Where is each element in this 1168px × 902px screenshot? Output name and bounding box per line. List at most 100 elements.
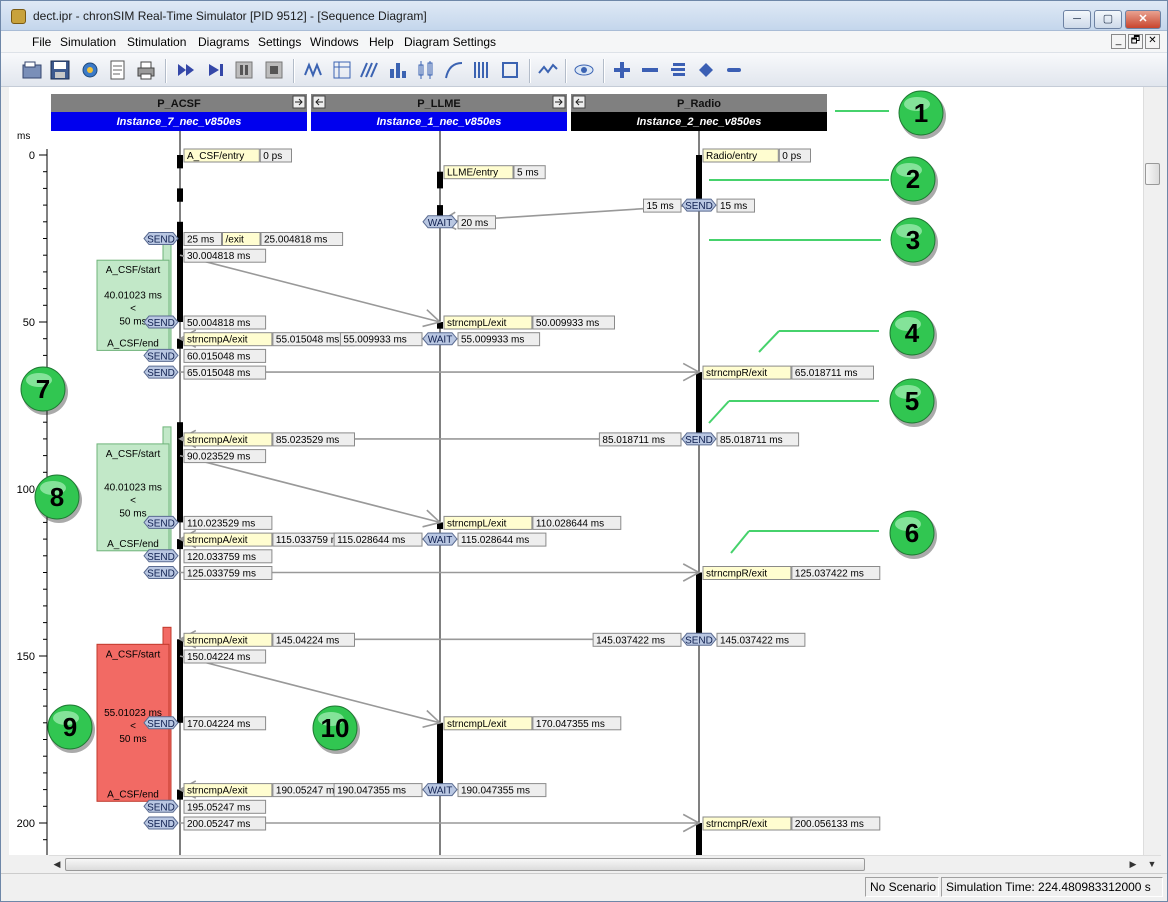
menu-help[interactable]: Help: [369, 35, 394, 49]
operation-marker[interactable]: [681, 198, 717, 212]
maximize-button[interactable]: ▢: [1094, 10, 1122, 29]
chart-5-icon[interactable]: [415, 59, 437, 81]
settings-icon[interactable]: [79, 59, 101, 81]
callout-highlight: [895, 317, 921, 331]
pause-icon[interactable]: [233, 59, 255, 81]
operation-marker[interactable]: [143, 348, 179, 362]
state-label[interactable]: [222, 232, 261, 246]
operation-marker[interactable]: [143, 315, 179, 329]
chart-3-icon[interactable]: [359, 59, 381, 81]
menu-simulation[interactable]: Simulation: [60, 35, 117, 49]
menu-windows[interactable]: Windows: [310, 35, 359, 49]
step-icon[interactable]: [205, 59, 227, 81]
menu-diagrams[interactable]: Diagrams: [198, 35, 250, 49]
chart-6-icon[interactable]: [443, 59, 465, 81]
chart-7-icon[interactable]: [471, 59, 493, 81]
lane-name-llme[interactable]: P_LLME: [417, 98, 460, 110]
message-arrow[interactable]: [179, 655, 441, 724]
operation-marker[interactable]: [422, 332, 458, 346]
state-label[interactable]: [702, 566, 792, 580]
state-label[interactable]: [443, 315, 533, 330]
chart-1-icon[interactable]: [303, 59, 325, 81]
menu-file[interactable]: File: [32, 35, 52, 49]
horizontal-scrollbar[interactable]: ◀ ▶ ▼: [49, 855, 1161, 873]
operation-marker[interactable]: [143, 816, 179, 830]
deadline-box[interactable]: [96, 443, 170, 552]
lane-name-radio[interactable]: P_Radio: [677, 98, 721, 110]
operation-marker[interactable]: [143, 549, 179, 563]
operation-marker[interactable]: [143, 365, 179, 379]
state-label[interactable]: [183, 632, 273, 647]
vertical-scroll-thumb[interactable]: [1145, 163, 1160, 185]
stop-icon[interactable]: [263, 59, 285, 81]
state-label[interactable]: [702, 148, 779, 163]
title-bar[interactable]: dect.ipr - chronSIM Real-Time Simulator …: [1, 1, 1167, 31]
operation-marker[interactable]: [143, 799, 179, 813]
chart-4-icon[interactable]: [387, 59, 409, 81]
time-label: [183, 566, 273, 580]
lane-header-acsf[interactable]: [51, 94, 307, 112]
mdi-minimize-button[interactable]: _: [1111, 34, 1126, 49]
zoom-in-icon[interactable]: [611, 59, 633, 81]
scroll-left-icon[interactable]: ◀: [53, 859, 61, 869]
deadline-box[interactable]: [96, 259, 170, 351]
mdi-restore-button[interactable]: 🗗: [1128, 34, 1143, 49]
chart-8-icon[interactable]: [499, 59, 521, 81]
activation-bar-acsf: [177, 188, 183, 202]
operation-marker[interactable]: [143, 515, 179, 529]
state-label[interactable]: [443, 165, 514, 180]
operation-marker[interactable]: [422, 783, 458, 797]
message-arrow[interactable]: [179, 254, 441, 323]
menu-stimulation[interactable]: Stimulation: [127, 35, 187, 49]
operation-marker[interactable]: [143, 716, 179, 730]
state-label[interactable]: [702, 816, 792, 831]
lane-header-llme[interactable]: [311, 94, 567, 112]
time-label: [183, 799, 267, 814]
callout-number: 8: [50, 482, 64, 512]
report-icon[interactable]: [107, 59, 129, 81]
lane-name-acsf[interactable]: P_ACSF: [157, 98, 201, 110]
close-button[interactable]: ✕: [1125, 10, 1161, 29]
save-project-icon[interactable]: [49, 59, 71, 81]
horizontal-scroll-thumb[interactable]: [65, 858, 865, 871]
state-label[interactable]: [183, 783, 273, 798]
open-project-icon[interactable]: [21, 59, 43, 81]
operation-marker[interactable]: [143, 232, 179, 245]
time-label-text: 190.047355 ms: [461, 786, 530, 797]
message-arrow[interactable]: [179, 454, 441, 524]
activation-bar-radio: [696, 572, 702, 640]
chart-9-icon[interactable]: [537, 59, 559, 81]
view-icon[interactable]: [573, 59, 595, 81]
operation-marker[interactable]: [681, 632, 717, 646]
app-icon[interactable]: [11, 9, 26, 24]
minimize-button[interactable]: ─: [1063, 10, 1091, 29]
run-icon[interactable]: [175, 59, 197, 81]
zoom-out-icon[interactable]: [639, 59, 661, 81]
chart-2-icon[interactable]: [331, 59, 353, 81]
lane-header-radio[interactable]: [571, 94, 827, 112]
operation-marker[interactable]: [143, 566, 179, 579]
operation-label: SEND: [147, 351, 175, 362]
collapse-icon[interactable]: [723, 59, 745, 81]
operation-marker[interactable]: [422, 215, 458, 229]
scroll-down-icon[interactable]: ▼: [1147, 859, 1157, 869]
print-icon[interactable]: [135, 59, 157, 81]
state-label[interactable]: [183, 148, 260, 163]
menu-diagram-settings[interactable]: Diagram Settings: [404, 35, 497, 49]
operation-marker[interactable]: [422, 532, 458, 546]
state-label[interactable]: [183, 432, 273, 447]
zoom-fit-icon[interactable]: [667, 59, 689, 81]
vertical-scrollbar[interactable]: ▲: [1143, 87, 1161, 855]
menu-settings[interactable]: Settings: [258, 35, 302, 49]
state-label[interactable]: [443, 716, 533, 731]
operation-marker[interactable]: [681, 432, 717, 446]
mdi-close-button[interactable]: ✕: [1145, 34, 1160, 49]
state-label[interactable]: [702, 365, 792, 380]
state-label[interactable]: [443, 515, 533, 530]
expand-icon[interactable]: [695, 59, 717, 81]
time-label: [183, 248, 267, 263]
state-label[interactable]: [183, 532, 273, 547]
state-label[interactable]: [183, 332, 273, 347]
scroll-right-icon[interactable]: ▶: [1129, 859, 1137, 869]
